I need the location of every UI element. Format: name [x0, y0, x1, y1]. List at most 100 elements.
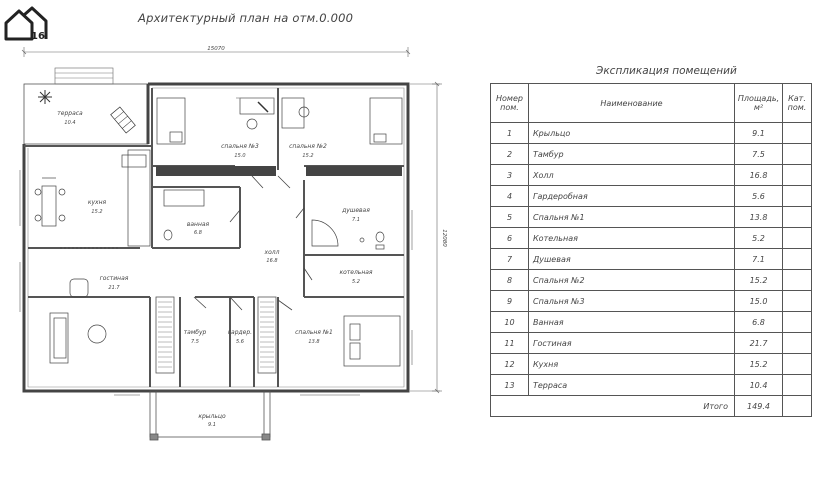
- row-cat: [782, 227, 812, 249]
- row-name: Котельная: [528, 227, 735, 249]
- room-area-bathroom: 6.8: [194, 230, 202, 236]
- header-area: Площадь, м²: [734, 83, 783, 123]
- row-name: Терраса: [528, 374, 735, 396]
- living-room-furniture: [49, 278, 107, 364]
- room-label-bathroom: ванная: [187, 221, 210, 228]
- total-value: 149.4: [734, 395, 783, 417]
- total-cat: [782, 395, 812, 417]
- room-area-bedroom-1: 13.8: [308, 339, 319, 345]
- row-num: 13: [490, 374, 529, 396]
- house-logo-icon: 16: [4, 6, 48, 42]
- row-area: 5.2: [734, 227, 783, 249]
- room-label-terrace: терраса: [57, 110, 83, 117]
- row-name: Тамбур: [528, 143, 735, 165]
- bedroom-3-furniture: [156, 97, 275, 145]
- bedroom-1-furniture: [343, 315, 401, 367]
- bathroom-fixtures: [163, 189, 205, 241]
- row-num: 11: [490, 332, 529, 354]
- row-name: Спальня №1: [528, 206, 735, 228]
- row-cat: [782, 143, 812, 165]
- row-cat: [782, 290, 812, 312]
- row-cat: [782, 206, 812, 228]
- row-num: 7: [490, 248, 529, 270]
- porch: [149, 390, 271, 441]
- wardrobe-units: [155, 166, 402, 374]
- row-num: 9: [490, 290, 529, 312]
- room-label-bedroom-3: спальня №3: [221, 143, 259, 150]
- room-label-shower: душевая: [341, 207, 370, 214]
- room-label-vestibule: тамбур: [184, 329, 207, 336]
- row-area: 10.4: [734, 374, 783, 396]
- sun-lounger-icon: [110, 106, 136, 134]
- explication-title: Экспликация помещений: [596, 65, 737, 77]
- row-name: Ванная: [528, 311, 735, 333]
- dim-width: 15070: [207, 46, 225, 52]
- row-cat: [782, 332, 812, 354]
- row-cat: [782, 164, 812, 186]
- row-num: 8: [490, 269, 529, 291]
- header-num: Номер пом.: [490, 83, 529, 123]
- room-label-wardrobe: гардер.: [228, 329, 252, 336]
- row-name: Душевая: [528, 248, 735, 270]
- row-area: 5.6: [734, 185, 783, 207]
- table-total-row: Итого 149.4: [490, 395, 812, 417]
- row-cat: [782, 122, 812, 144]
- row-cat: [782, 374, 812, 396]
- row-num: 4: [490, 185, 529, 207]
- row-cat: [782, 353, 812, 375]
- row-name: Спальня №2: [528, 269, 735, 291]
- room-area-porch: 9.1: [208, 422, 216, 428]
- room-area-hall: 16.8: [266, 258, 277, 264]
- room-label-bedroom-1: спальня №1: [295, 329, 333, 336]
- row-cat: [782, 185, 812, 207]
- row-area: 21.7: [734, 332, 783, 354]
- room-area-terrace: 10.4: [64, 120, 75, 126]
- row-name: Кухня: [528, 353, 735, 375]
- room-area-bedroom-3: 15.0: [234, 153, 245, 159]
- header-category: Кат. пом.: [782, 83, 812, 123]
- room-area-bedroom-2: 15.2: [302, 153, 313, 159]
- header-name: Наименование: [528, 83, 735, 123]
- row-area: 6.8: [734, 311, 783, 333]
- row-area: 9.1: [734, 122, 783, 144]
- room-label-boiler: котельная: [339, 269, 372, 276]
- logo-badge: 16: [31, 31, 45, 42]
- room-label-porch: крыльцо: [198, 413, 226, 420]
- room-label-bedroom-2: спальня №2: [289, 143, 327, 150]
- shower-fixtures: [311, 219, 385, 250]
- row-area: 15.0: [734, 290, 783, 312]
- bedroom-2-furniture: [281, 97, 403, 145]
- kitchen-furniture: [34, 149, 151, 247]
- room-area-shower: 7.1: [352, 217, 360, 223]
- floor-plan: 15070 12080: [19, 46, 447, 441]
- room-area-boiler: 5.2: [352, 279, 360, 285]
- row-area: 15.2: [734, 269, 783, 291]
- explication-table: Номер пом. Наименование Площадь, м² Кат.…: [490, 83, 812, 417]
- room-area-wardrobe: 5.6: [236, 339, 244, 345]
- plan-title: Архитектурный план на отм.0.000: [138, 11, 354, 25]
- table-header-row: Номер пом. Наименование Площадь, м² Кат.…: [490, 83, 812, 123]
- room-area-living: 21.7: [108, 285, 120, 291]
- dim-height: 12080: [441, 229, 447, 247]
- row-area: 7.5: [734, 143, 783, 165]
- room-label-hall: холл: [264, 249, 280, 256]
- terrace: [23, 67, 149, 145]
- total-label: Итого: [528, 395, 735, 417]
- row-cat: [782, 311, 812, 333]
- row-num: 6: [490, 227, 529, 249]
- row-num: 12: [490, 353, 529, 375]
- row-cat: [782, 269, 812, 291]
- plant-icon: [38, 90, 52, 104]
- row-area: 7.1: [734, 248, 783, 270]
- row-num: 10: [490, 311, 529, 333]
